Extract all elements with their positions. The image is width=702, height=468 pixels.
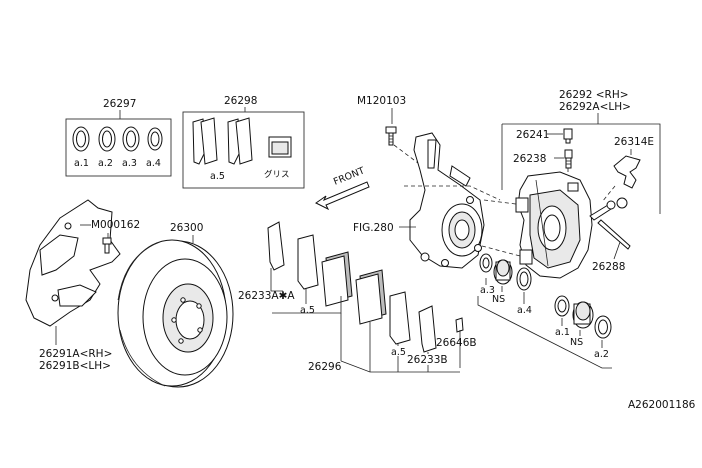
callout-26241: 26241: [516, 129, 549, 141]
callout-26300: 26300: [170, 222, 203, 234]
callout-26298: 26298: [224, 95, 257, 107]
outer-brake-pad: [355, 269, 387, 325]
brake-caliper: [515, 171, 593, 279]
seal-ring-a1: [72, 126, 90, 152]
callout-m000162: M000162: [91, 219, 140, 231]
piston-upper: [493, 259, 513, 285]
piston-set-lower: a.1 NS a.2: [554, 295, 612, 360]
pad-label-a5-outer: a.5: [391, 347, 406, 358]
pad-spring-clip: [613, 155, 641, 189]
seal-ring-a3: [122, 126, 140, 152]
callout-fig280: FIG.280: [353, 222, 394, 234]
piston-bracket-line: [477, 296, 612, 369]
front-arrow-icon: [315, 181, 370, 211]
pad-clip-26646b: [455, 317, 464, 368]
disc-rotor: 26300: [117, 222, 234, 388]
diagram-code: A262001186: [628, 399, 696, 411]
pad-kit-box: [182, 111, 305, 189]
shield-bolt: [102, 237, 112, 254]
caliper-group: 26292 <RH> 26292A<LH> 26241 26238 26314E: [501, 89, 661, 279]
front-indicator: FRONT: [315, 165, 370, 211]
pad-label-a5-inner: a.5: [300, 305, 315, 316]
anti-squeal-shim-26233a: [267, 221, 285, 271]
grease-label: グリス: [264, 169, 290, 180]
seal-ring-a4: [147, 127, 163, 151]
bleeder-cap: [563, 128, 573, 144]
seal-label-a1: a.1: [74, 158, 89, 169]
outer-shim-a5: [389, 291, 411, 345]
callout-26292-rh: 26292 <RH>: [559, 89, 629, 101]
seal-label-a2: a.2: [98, 158, 113, 169]
seal-label-a4: a.4: [146, 158, 161, 169]
callout-26233a-a: 26233A✱A: [238, 290, 295, 302]
knuckle-bolt: [385, 126, 397, 146]
side-label-a1: a.1: [555, 327, 570, 338]
steering-knuckle: [409, 132, 485, 269]
side-label-a2: a.2: [594, 349, 609, 360]
callout-m120103: M120103: [357, 95, 406, 107]
inner-shim-a5: [297, 234, 319, 290]
dust-shield: [25, 199, 121, 327]
callout-26646b: 26646B: [436, 337, 477, 349]
inner-brake-pad: [321, 251, 353, 307]
guide-pin: [597, 219, 631, 250]
leader-26233a: [270, 268, 283, 292]
pad-kit-group: 26298 a.5 グリス: [182, 95, 305, 189]
side-label-a3: a.3: [480, 285, 495, 296]
callout-26314e: 26314E: [614, 136, 654, 148]
callout-26291b-lh: 26291B<LH>: [39, 360, 111, 372]
piston-lower: [572, 301, 594, 329]
callout-26291a-rh: 26291A<RH>: [39, 348, 112, 360]
shim-plate-2: [200, 117, 218, 165]
seal-label-a3: a.3: [122, 158, 137, 169]
caliper-bracket-line: [502, 123, 661, 214]
anti-squeal-shim-26233b: [418, 305, 437, 353]
callout-26292a-lh: 26292A<LH>: [559, 101, 631, 113]
pad-kit-label-a5: a.5: [210, 171, 225, 182]
seal-ring-a2: [98, 126, 116, 152]
callout-26288: 26288: [592, 261, 625, 273]
seal-kit-box: [65, 118, 172, 177]
callout-26238: 26238: [513, 153, 546, 165]
piston-set-upper: a.3 NS a.4: [479, 253, 532, 316]
callout-26297: 26297: [103, 98, 136, 110]
shim-plate-4: [235, 117, 253, 165]
bleeder-screw: [564, 149, 573, 169]
grease-fill: [271, 141, 289, 155]
seal-kit-group: 26297 a.1 a.2 a.3 a.4: [65, 98, 172, 177]
callout-26296: 26296: [308, 361, 342, 373]
callout-26233b: 26233B: [407, 354, 448, 366]
side-label-a4: a.4: [517, 305, 532, 316]
assembly-line-knuckle-caliper: [404, 185, 501, 201]
brake-pads-group: 26233A✱A a.5 a.5 26646B 26233B 26296: [238, 221, 477, 373]
caliper-bolt: [589, 197, 628, 221]
side-label-ns-upper: NS: [492, 294, 505, 305]
side-label-ns-lower: NS: [570, 337, 583, 348]
knuckle-group: M120103: [357, 95, 485, 269]
dust-shield-group: M000162 26291A<RH> 26291B<LH>: [25, 199, 140, 372]
